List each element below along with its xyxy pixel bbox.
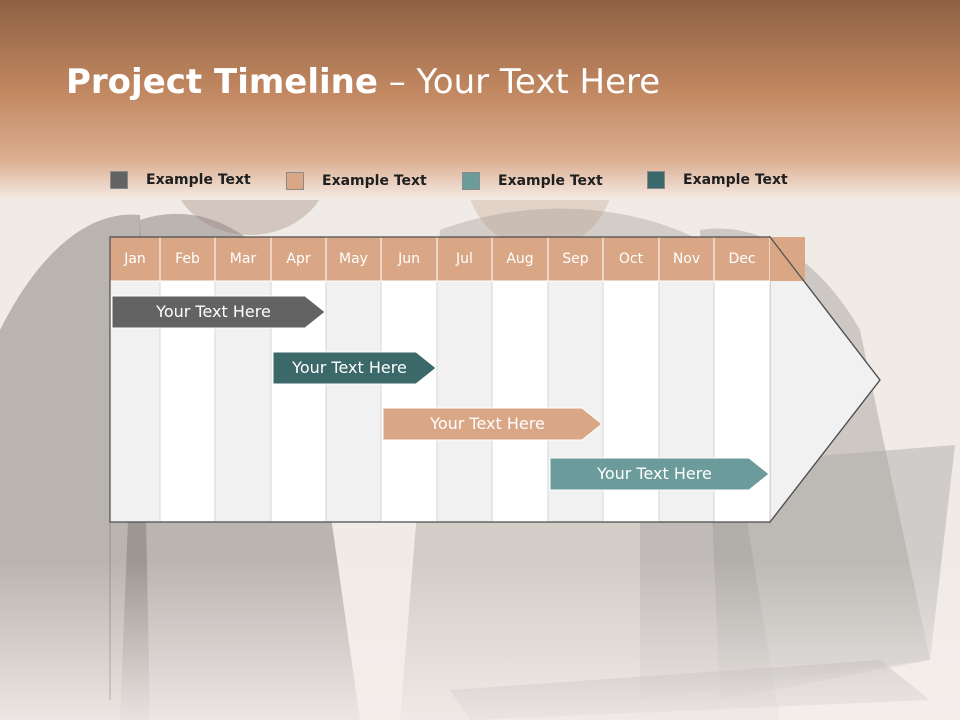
month-header-cell <box>159 236 216 282</box>
month-label: Apr <box>286 251 311 267</box>
legend-label: Example Text <box>498 173 603 189</box>
legend-label: Example Text <box>683 172 788 188</box>
month-label: Sep <box>562 251 589 267</box>
month-column <box>380 280 438 523</box>
month-label: Dec <box>728 251 756 267</box>
legend-swatch <box>110 171 128 189</box>
month-header-cell <box>602 236 660 282</box>
legend-swatch <box>462 172 480 190</box>
month-label: Jan <box>124 251 146 267</box>
task-label: Your Text Here <box>292 358 407 377</box>
task-bar <box>382 407 603 441</box>
task-label: Your Text Here <box>156 302 271 321</box>
month-label: Jul <box>456 251 473 267</box>
month-column <box>491 280 549 523</box>
month-column <box>325 280 382 523</box>
month-header-cell <box>658 236 715 282</box>
legend-label: Example Text <box>146 172 251 188</box>
month-label: Nov <box>672 251 701 267</box>
legend-label: Example Text <box>322 173 427 189</box>
task-label: Your Text Here <box>430 414 545 433</box>
month-header-cell <box>436 236 493 282</box>
month-header-cell <box>214 236 272 282</box>
month-label: May <box>339 251 368 267</box>
task-bars <box>111 295 770 491</box>
title-bold: Project Timeline <box>66 62 378 102</box>
month-header-cell <box>325 236 382 282</box>
task-bar <box>272 351 437 385</box>
month-column <box>436 280 493 523</box>
month-label: Aug <box>506 251 534 267</box>
task-bar <box>111 295 326 329</box>
task-bar <box>549 457 770 491</box>
legend-swatch <box>286 172 304 190</box>
month-label: Jun <box>398 251 420 267</box>
month-header-cell <box>547 236 604 282</box>
title-rest: – Your Text Here <box>377 62 661 102</box>
month-label: Feb <box>175 251 200 267</box>
month-header-cell <box>491 236 549 282</box>
task-label: Your Text Here <box>597 464 712 483</box>
month-header-cell <box>713 236 771 282</box>
legend-swatch <box>647 171 665 189</box>
timeline-outline <box>109 236 881 523</box>
month-label: Oct <box>618 251 644 267</box>
slide-title: Project Timeline – Your Text Here <box>66 58 660 106</box>
month-label: Mar <box>229 251 257 267</box>
